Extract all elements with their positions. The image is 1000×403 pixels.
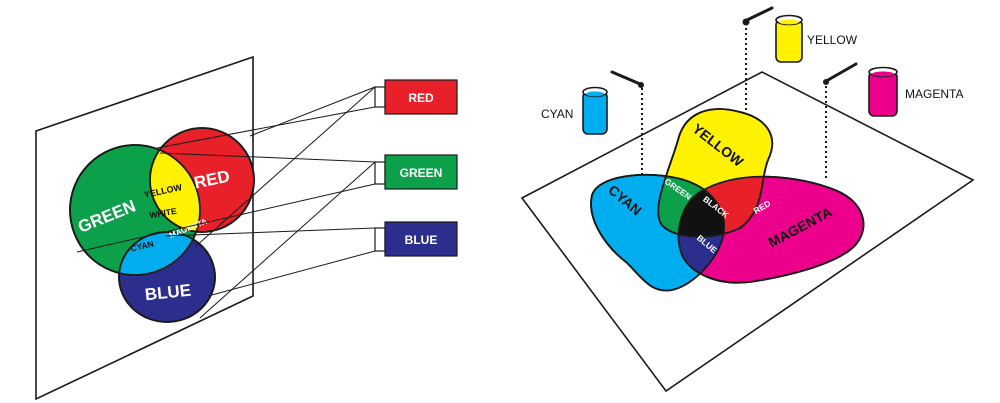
projector-green: GREEN (374, 154, 458, 190)
ink-cup-yellow-label: YELLOW (807, 33, 858, 47)
blue-circle-label: BLUE (144, 281, 192, 305)
cyan-pen (610, 70, 642, 86)
projector-blue-lens (374, 227, 386, 252)
projection-beams (76, 86, 376, 319)
projector-red-label: RED (408, 91, 434, 105)
additive-diagram: GREEN RED BLUE YELLOW WHITE CYAN MAGENTA… (35, 55, 458, 401)
ink-cup-yellow (775, 14, 803, 63)
white-overlap-label: WHITE (149, 206, 178, 221)
ink-cup-magenta-label: MAGENTA (905, 87, 963, 101)
ink-pens (610, 6, 858, 86)
projector-blue: BLUE (374, 221, 458, 257)
projector-blue-box (384, 221, 458, 257)
magenta-pen (826, 62, 858, 82)
projector-red: RED (374, 79, 458, 115)
ink-drip-lines (641, 28, 827, 178)
ink-cup-magenta (868, 66, 898, 117)
projector-green-lens (374, 161, 386, 185)
projector-green-box (384, 154, 458, 190)
yellow-pen (745, 6, 774, 22)
subtractive-diagram: CYAN YELLOW MAGENTA GREEN RED BLACK BLUE (520, 6, 975, 393)
ink-cup-cyan-label: CYAN (541, 107, 573, 121)
projector-red-box (384, 79, 458, 115)
projector-red-lens (374, 86, 386, 108)
projector-blue-label: BLUE (405, 233, 438, 247)
ink-cup-cyan (582, 86, 608, 135)
projectors: RED GREEN BLUE (374, 79, 458, 257)
projector-green-label: GREEN (400, 166, 443, 180)
